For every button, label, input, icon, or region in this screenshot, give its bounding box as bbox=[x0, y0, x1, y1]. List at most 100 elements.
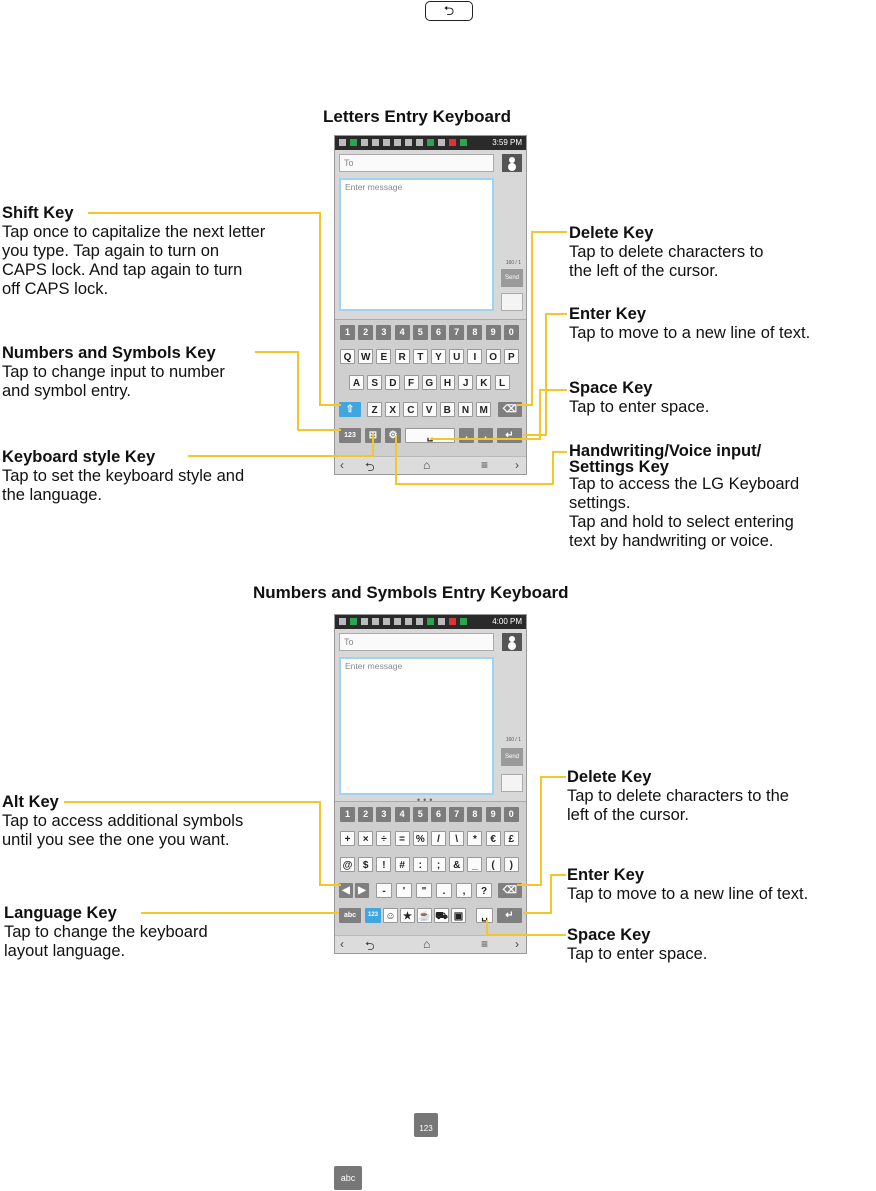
letter-key[interactable]: W bbox=[358, 349, 374, 364]
star-icon[interactable]: ★ bbox=[400, 908, 415, 923]
numbers-symbols-key[interactable]: 123 bbox=[339, 428, 361, 443]
back-icon[interactable]: ⮌ bbox=[365, 460, 375, 474]
symbol-key[interactable]: ' bbox=[396, 883, 412, 898]
symbol-key[interactable]: / bbox=[431, 831, 446, 846]
menu-icon[interactable]: ≡ bbox=[481, 937, 489, 951]
number-key[interactable]: 1 bbox=[340, 807, 355, 822]
emoji-icon[interactable]: ☺ bbox=[383, 908, 398, 923]
enter-key[interactable]: ↵ bbox=[497, 428, 522, 443]
number-key[interactable]: 3 bbox=[376, 807, 392, 822]
number-key[interactable]: 5 bbox=[412, 325, 428, 340]
letter-key[interactable]: P bbox=[503, 349, 519, 364]
number-key[interactable]: 8 bbox=[467, 807, 483, 822]
chevron-left-icon[interactable]: ‹ bbox=[340, 937, 344, 951]
symbol-key[interactable]: $ bbox=[358, 857, 374, 872]
symbol-key[interactable]: ? bbox=[476, 883, 492, 898]
number-key[interactable]: 4 bbox=[394, 325, 410, 340]
number-key[interactable]: 4 bbox=[394, 807, 410, 822]
letter-key[interactable]: G bbox=[421, 375, 437, 390]
letter-key[interactable]: U bbox=[449, 349, 465, 364]
letter-key[interactable]: E bbox=[376, 349, 392, 364]
symbol-key[interactable]: € bbox=[485, 831, 501, 846]
back-icon[interactable]: ⮌ bbox=[365, 939, 375, 953]
symbol-box-icon[interactable]: ▣ bbox=[451, 908, 466, 923]
contact-picker-button[interactable] bbox=[502, 633, 522, 651]
letter-key[interactable]: Y bbox=[431, 349, 446, 364]
chevron-right-icon[interactable]: › bbox=[515, 458, 519, 472]
home-icon[interactable]: ⌂ bbox=[423, 937, 431, 951]
chevron-right-icon[interactable]: › bbox=[515, 937, 519, 951]
number-key[interactable]: 0 bbox=[503, 807, 519, 822]
to-field[interactable]: To bbox=[339, 154, 494, 172]
letter-key[interactable]: J bbox=[458, 375, 474, 390]
symbol-mode-key[interactable]: 123 bbox=[365, 908, 381, 923]
delete-key[interactable]: ⌫ bbox=[498, 883, 522, 898]
symbol-key[interactable]: ( bbox=[485, 857, 501, 872]
to-field[interactable]: To bbox=[339, 633, 494, 651]
letter-key[interactable]: O bbox=[485, 349, 501, 364]
number-key[interactable]: 3 bbox=[376, 325, 392, 340]
alt-key-left[interactable]: ◀ bbox=[339, 883, 353, 898]
letter-key[interactable]: K bbox=[476, 375, 492, 390]
letter-key[interactable]: F bbox=[403, 375, 419, 390]
space-key[interactable]: ␣ bbox=[476, 908, 493, 923]
number-key[interactable]: 6 bbox=[431, 807, 446, 822]
shift-key[interactable]: ⇧ bbox=[339, 402, 361, 417]
letter-key[interactable]: B bbox=[439, 402, 455, 417]
letter-key[interactable]: D bbox=[385, 375, 401, 390]
letter-key[interactable]: C bbox=[403, 402, 419, 417]
contact-picker-button[interactable] bbox=[502, 154, 522, 172]
letter-key[interactable]: M bbox=[476, 402, 492, 417]
message-field[interactable]: Enter message bbox=[339, 178, 494, 311]
symbol-key[interactable]: : bbox=[412, 857, 428, 872]
letter-key[interactable]: N bbox=[458, 402, 473, 417]
enter-key[interactable]: ↵ bbox=[497, 908, 522, 923]
settings-key[interactable]: ⚙ bbox=[385, 428, 401, 443]
symbol-key[interactable]: - bbox=[376, 883, 392, 898]
symbol-key[interactable]: \ bbox=[449, 831, 465, 846]
letter-key[interactable]: H bbox=[440, 375, 455, 390]
symbol-key[interactable]: × bbox=[358, 831, 374, 846]
number-key[interactable]: 6 bbox=[431, 325, 446, 340]
letter-key[interactable]: Q bbox=[340, 349, 355, 364]
number-key[interactable]: 2 bbox=[358, 807, 374, 822]
letter-key[interactable]: A bbox=[349, 375, 364, 390]
number-key[interactable]: 9 bbox=[485, 807, 501, 822]
symbol-key[interactable]: £ bbox=[503, 831, 519, 846]
attach-icon[interactable] bbox=[501, 774, 523, 792]
symbol-key[interactable]: ÷ bbox=[376, 831, 392, 846]
letter-key[interactable]: T bbox=[412, 349, 428, 364]
language-key[interactable]: abc bbox=[339, 908, 361, 923]
number-key[interactable]: 7 bbox=[449, 325, 465, 340]
cup-icon[interactable]: ☕ bbox=[417, 908, 432, 923]
letter-key[interactable]: V bbox=[421, 402, 437, 417]
number-key[interactable]: 5 bbox=[412, 807, 428, 822]
number-key[interactable]: 8 bbox=[467, 325, 483, 340]
symbol-key[interactable]: , bbox=[456, 883, 472, 898]
attach-icon[interactable] bbox=[501, 293, 523, 311]
letter-key[interactable]: S bbox=[367, 375, 383, 390]
number-key[interactable]: 1 bbox=[340, 325, 355, 340]
number-key[interactable]: 9 bbox=[485, 325, 501, 340]
send-button[interactable]: Send bbox=[501, 269, 523, 287]
symbol-key[interactable]: ! bbox=[376, 857, 392, 872]
symbol-key[interactable]: + bbox=[340, 831, 355, 846]
symbol-key[interactable]: " bbox=[416, 883, 432, 898]
message-field[interactable]: Enter message bbox=[339, 657, 494, 795]
number-key[interactable]: 2 bbox=[358, 325, 374, 340]
letter-key[interactable]: Z bbox=[367, 402, 382, 417]
letter-key[interactable]: X bbox=[385, 402, 401, 417]
home-icon[interactable]: ⌂ bbox=[423, 458, 431, 472]
symbol-key[interactable]: & bbox=[449, 857, 465, 872]
send-button[interactable]: Send bbox=[501, 748, 523, 766]
symbol-key[interactable]: @ bbox=[340, 857, 355, 872]
symbol-key[interactable]: . bbox=[436, 883, 452, 898]
symbol-key[interactable]: * bbox=[467, 831, 483, 846]
letter-key[interactable]: R bbox=[394, 349, 410, 364]
car-icon[interactable]: ⛟ bbox=[434, 908, 449, 923]
symbol-key[interactable]: % bbox=[412, 831, 428, 846]
delete-key[interactable]: ⌫ bbox=[498, 402, 522, 417]
menu-icon[interactable]: ≡ bbox=[481, 458, 489, 472]
comma-key-2[interactable]: , bbox=[478, 428, 493, 443]
symbol-key[interactable]: ; bbox=[431, 857, 446, 872]
